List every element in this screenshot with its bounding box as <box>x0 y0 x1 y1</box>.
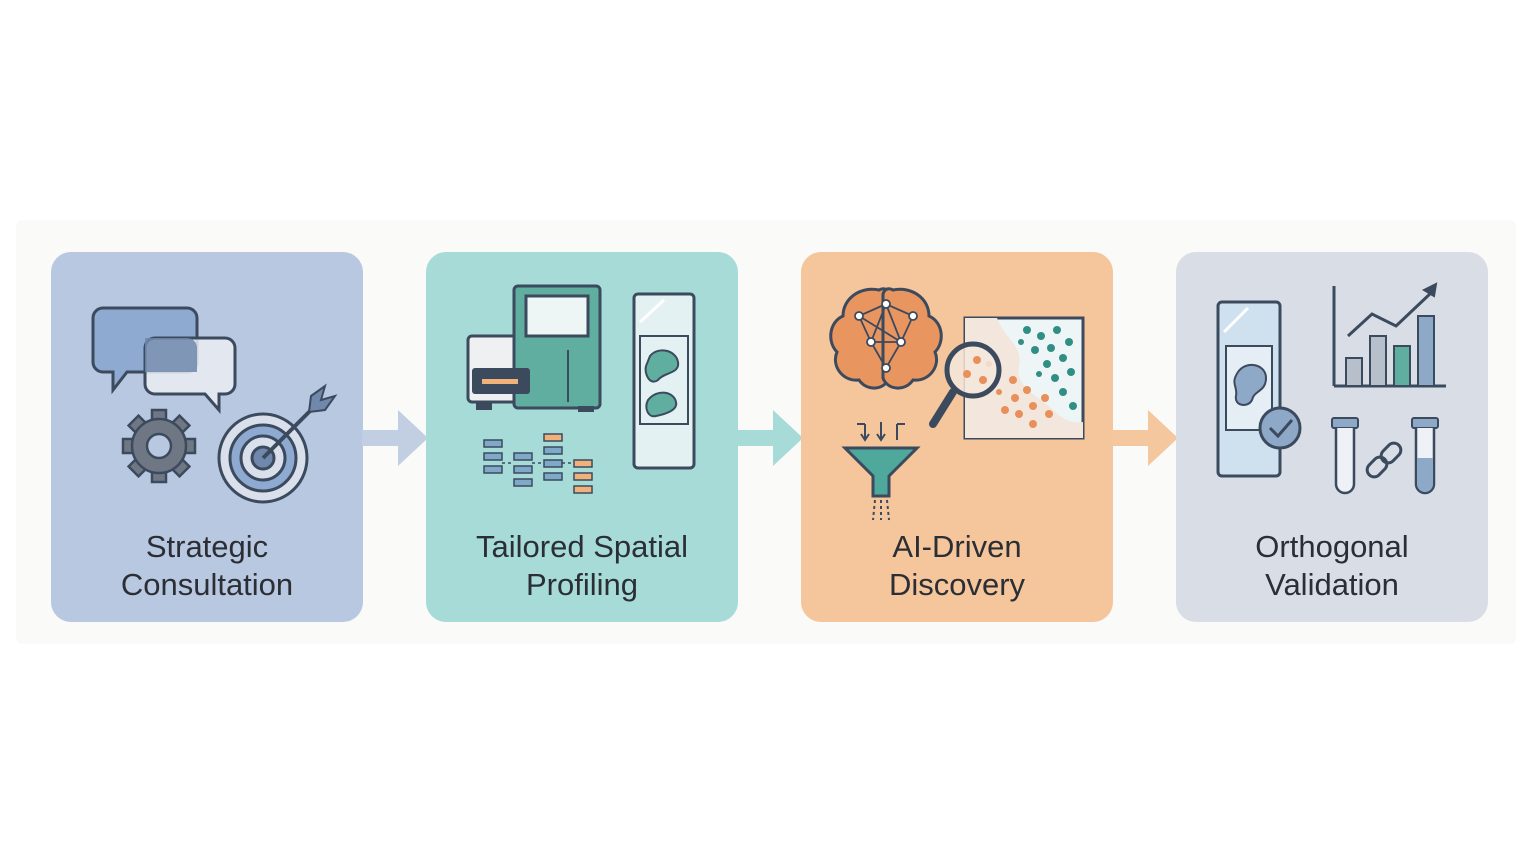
brain-network-icon <box>829 287 943 390</box>
step2-illustration <box>466 284 696 494</box>
orange-cluster-points <box>986 361 1053 428</box>
step4-title: Orthogonal Validation <box>1176 528 1488 604</box>
test-tubes-link-icon <box>1331 417 1439 495</box>
step1-title: Strategic Consultation <box>51 528 363 604</box>
connector-arrow-2 <box>737 408 807 468</box>
step3-title: AI-Driven Discovery <box>801 528 1113 604</box>
step3-title-line1: AI-Driven <box>892 529 1022 564</box>
step4-title-line1: Orthogonal <box>1255 529 1409 564</box>
speech-bubbles-icon <box>91 306 237 414</box>
step1-title-line2: Consultation <box>120 567 294 602</box>
trend-chart-icon <box>1332 282 1446 388</box>
step1-illustration <box>91 306 338 504</box>
connector-arrow-1 <box>362 408 432 468</box>
validated-slide-icon <box>1216 300 1302 478</box>
step2-title-line1: Tailored Spatial <box>476 529 688 564</box>
connector-arrow-3 <box>1112 408 1182 468</box>
teal-cluster-points <box>1018 326 1077 410</box>
step-ai-driven-discovery: AI-Driven Discovery <box>801 252 1113 622</box>
magnifier-icon <box>929 341 1002 428</box>
step4-illustration <box>1216 282 1446 495</box>
sequencer-instrument-icon <box>466 284 602 412</box>
step4-title-line2: Validation <box>1265 567 1399 602</box>
step1-title-line1: Strategic <box>145 529 269 564</box>
tissue-slide-icon <box>632 292 696 470</box>
step-tailored-spatial-profiling: Tailored Spatial Profiling <box>426 252 738 622</box>
step2-title: Tailored Spatial Profiling <box>426 528 738 604</box>
cluster-map-icon <box>963 316 1085 440</box>
step2-title-line2: Profiling <box>526 567 638 602</box>
step3-illustration <box>829 287 1085 521</box>
target-icon <box>217 383 338 504</box>
step3-title-line2: Discovery <box>888 567 1026 602</box>
gear-icon <box>121 408 197 484</box>
step-strategic-consultation: Strategic Consultation <box>51 252 363 622</box>
funnel-icon <box>841 422 921 521</box>
data-grid-icon <box>483 433 593 494</box>
step-orthogonal-validation: Orthogonal Validation <box>1176 252 1488 622</box>
